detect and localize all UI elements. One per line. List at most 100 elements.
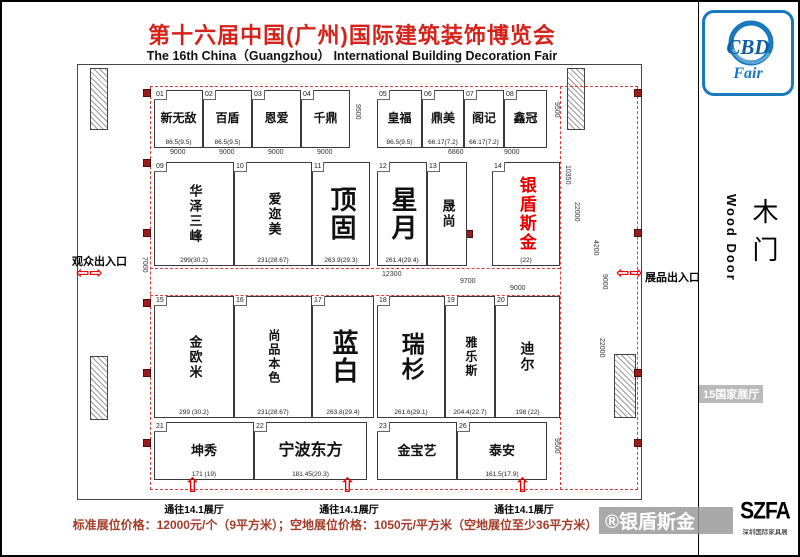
column-marker	[143, 439, 151, 447]
booth-number: 01	[154, 90, 167, 100]
booth-name: 瑞杉	[398, 332, 425, 382]
booth-name: 坤秀	[190, 442, 217, 458]
booth-number: 20	[495, 296, 508, 306]
dimension-label: 9000	[510, 285, 526, 292]
booth-name: 迪尔	[519, 341, 536, 373]
booth-number: 16	[234, 296, 247, 306]
booth-23: 23 金宝艺	[377, 422, 457, 480]
wood-door-label-cn: 木门	[749, 198, 779, 274]
dimension-label: 22000	[598, 338, 605, 358]
cbd-logo-text: CBD	[726, 35, 770, 59]
booth-area: 299(30.2)	[180, 257, 208, 264]
booth-name: 鼎美	[430, 111, 455, 126]
dimension-label: 4200	[592, 240, 599, 256]
column-marker	[634, 439, 642, 447]
dimension-label: 9500	[553, 438, 560, 454]
dimension-label: 9000	[268, 149, 284, 156]
right-divider-line	[698, 2, 699, 555]
booth-number: 05	[377, 90, 390, 100]
booth-area: 263.9(29.3)	[324, 257, 358, 264]
booth-09: 09 华泽三峰 299(30.2)	[154, 162, 234, 266]
stairwell-bottom-left	[90, 356, 108, 420]
booth-08: 08 鑫冠	[504, 90, 547, 148]
booth-number: 13	[427, 162, 440, 172]
booth-area: 171 (19)	[191, 471, 217, 478]
booth-name: 宁波东方	[278, 441, 343, 459]
booth-number: 26	[457, 422, 470, 432]
booth-area: 86.5(9.5)	[386, 139, 413, 146]
booth-15: 15 金欧米 299 (30.2)	[154, 296, 234, 418]
booth-area: 299 (30.2)	[179, 409, 209, 416]
stairwell-bottom-right	[614, 354, 636, 418]
szfa-logo: SZFA 深圳国际家具展	[733, 498, 797, 550]
booth-number: 03	[252, 90, 265, 100]
dimension-label: 9000	[170, 149, 186, 156]
booth-16: 16 尚品本色 231(28.67)	[234, 296, 312, 418]
booth-name: 皇福	[387, 111, 412, 126]
wood-door-label-en: Wood Door	[724, 194, 739, 282]
visitor-entrance-arrow-icon: ⇦⇨	[76, 265, 103, 282]
booth-number: 09	[154, 162, 167, 172]
booth-name: 鑫冠	[513, 111, 538, 126]
booth-area: 263.8(29.4)	[326, 409, 360, 416]
column-marker	[634, 229, 642, 237]
booth-number: 06	[422, 90, 435, 100]
booth-name: 百盾	[215, 111, 240, 126]
booth-01: 01 新无敌 86.5(9.5)	[154, 90, 203, 148]
booth-21: 21 坤秀 171 (19)	[154, 422, 254, 480]
booth-name: 阁记	[471, 111, 496, 126]
hall-tag-watermark: 15国家展厅	[699, 385, 764, 403]
booth-area: (22)	[520, 257, 532, 264]
stairwell-top-left	[90, 68, 108, 130]
aisle-line-top	[150, 268, 560, 269]
stairwell-top-right	[567, 68, 585, 130]
hall-link-label: 通往14.1展厅	[494, 505, 554, 516]
booth-17: 17 蓝白 263.8(29.4)	[312, 296, 374, 418]
booth-name: 泰安	[488, 442, 515, 458]
booth-05: 05 皇福 86.5(9.5)	[377, 90, 422, 148]
booth-number: 15	[154, 296, 167, 306]
szfa-logo-text: SZFA	[740, 498, 791, 525]
inner-boundary-dashed	[560, 86, 561, 490]
booth-13: 13 晟尚	[427, 162, 467, 266]
booth-area: 86.5(9.5)	[165, 139, 192, 146]
booth-name: 金欧米	[187, 334, 203, 380]
column-marker	[143, 299, 151, 307]
booth-area: 161.5(17.9)	[485, 471, 519, 478]
dimension-label: 10350	[564, 165, 571, 185]
booth-18: 18 瑞杉 261.6(29.1)	[377, 296, 445, 418]
booth-number: 23	[377, 422, 390, 432]
booth-name: 顶固	[326, 186, 357, 242]
booth-area: 66.17(7.2)	[428, 139, 458, 146]
booth-04: 04 千鼎	[301, 90, 350, 148]
brand-watermark-text: ®银盾斯金	[605, 512, 695, 533]
dimension-label: 9000	[504, 149, 520, 156]
fair-logo-text: Fair	[733, 65, 763, 82]
aisle-line-bottom	[150, 295, 560, 296]
booth-14: 14 银盾斯金 (22)	[492, 162, 560, 266]
booth-number: 17	[312, 296, 325, 306]
booth-area: 261.4(29.4)	[385, 257, 419, 264]
visitor-entrance-label: 观众出入口	[72, 256, 127, 268]
booth-name: 雅乐斯	[463, 336, 478, 378]
booth-name: 新无敌	[160, 111, 197, 126]
hall-link-arrow-icon: ⇧	[514, 475, 531, 497]
column-marker	[465, 230, 473, 238]
hall-link-label: 通往14.1展厅	[164, 505, 224, 516]
dimension-label: 9000	[317, 149, 333, 156]
booth-name: 晟尚	[440, 199, 456, 229]
hall-link-arrow-icon: ⇧	[184, 475, 201, 497]
column-marker	[143, 369, 151, 377]
exhibit-entrance-label: 展品出入口	[645, 272, 700, 284]
booth-area: 86.5(9.5)	[214, 139, 241, 146]
booth-name: 金宝艺	[397, 442, 437, 458]
booth-name: 蓝白	[328, 329, 359, 385]
dimension-label: 9700	[460, 278, 476, 285]
column-marker	[143, 89, 151, 97]
dimension-label: 6860	[448, 149, 464, 156]
booth-number: 12	[377, 162, 390, 172]
dimension-label: 9000	[219, 149, 235, 156]
booth-06: 06 鼎美 66.17(7.2)	[422, 90, 464, 148]
booth-area: 66.17(7.2)	[469, 139, 499, 146]
